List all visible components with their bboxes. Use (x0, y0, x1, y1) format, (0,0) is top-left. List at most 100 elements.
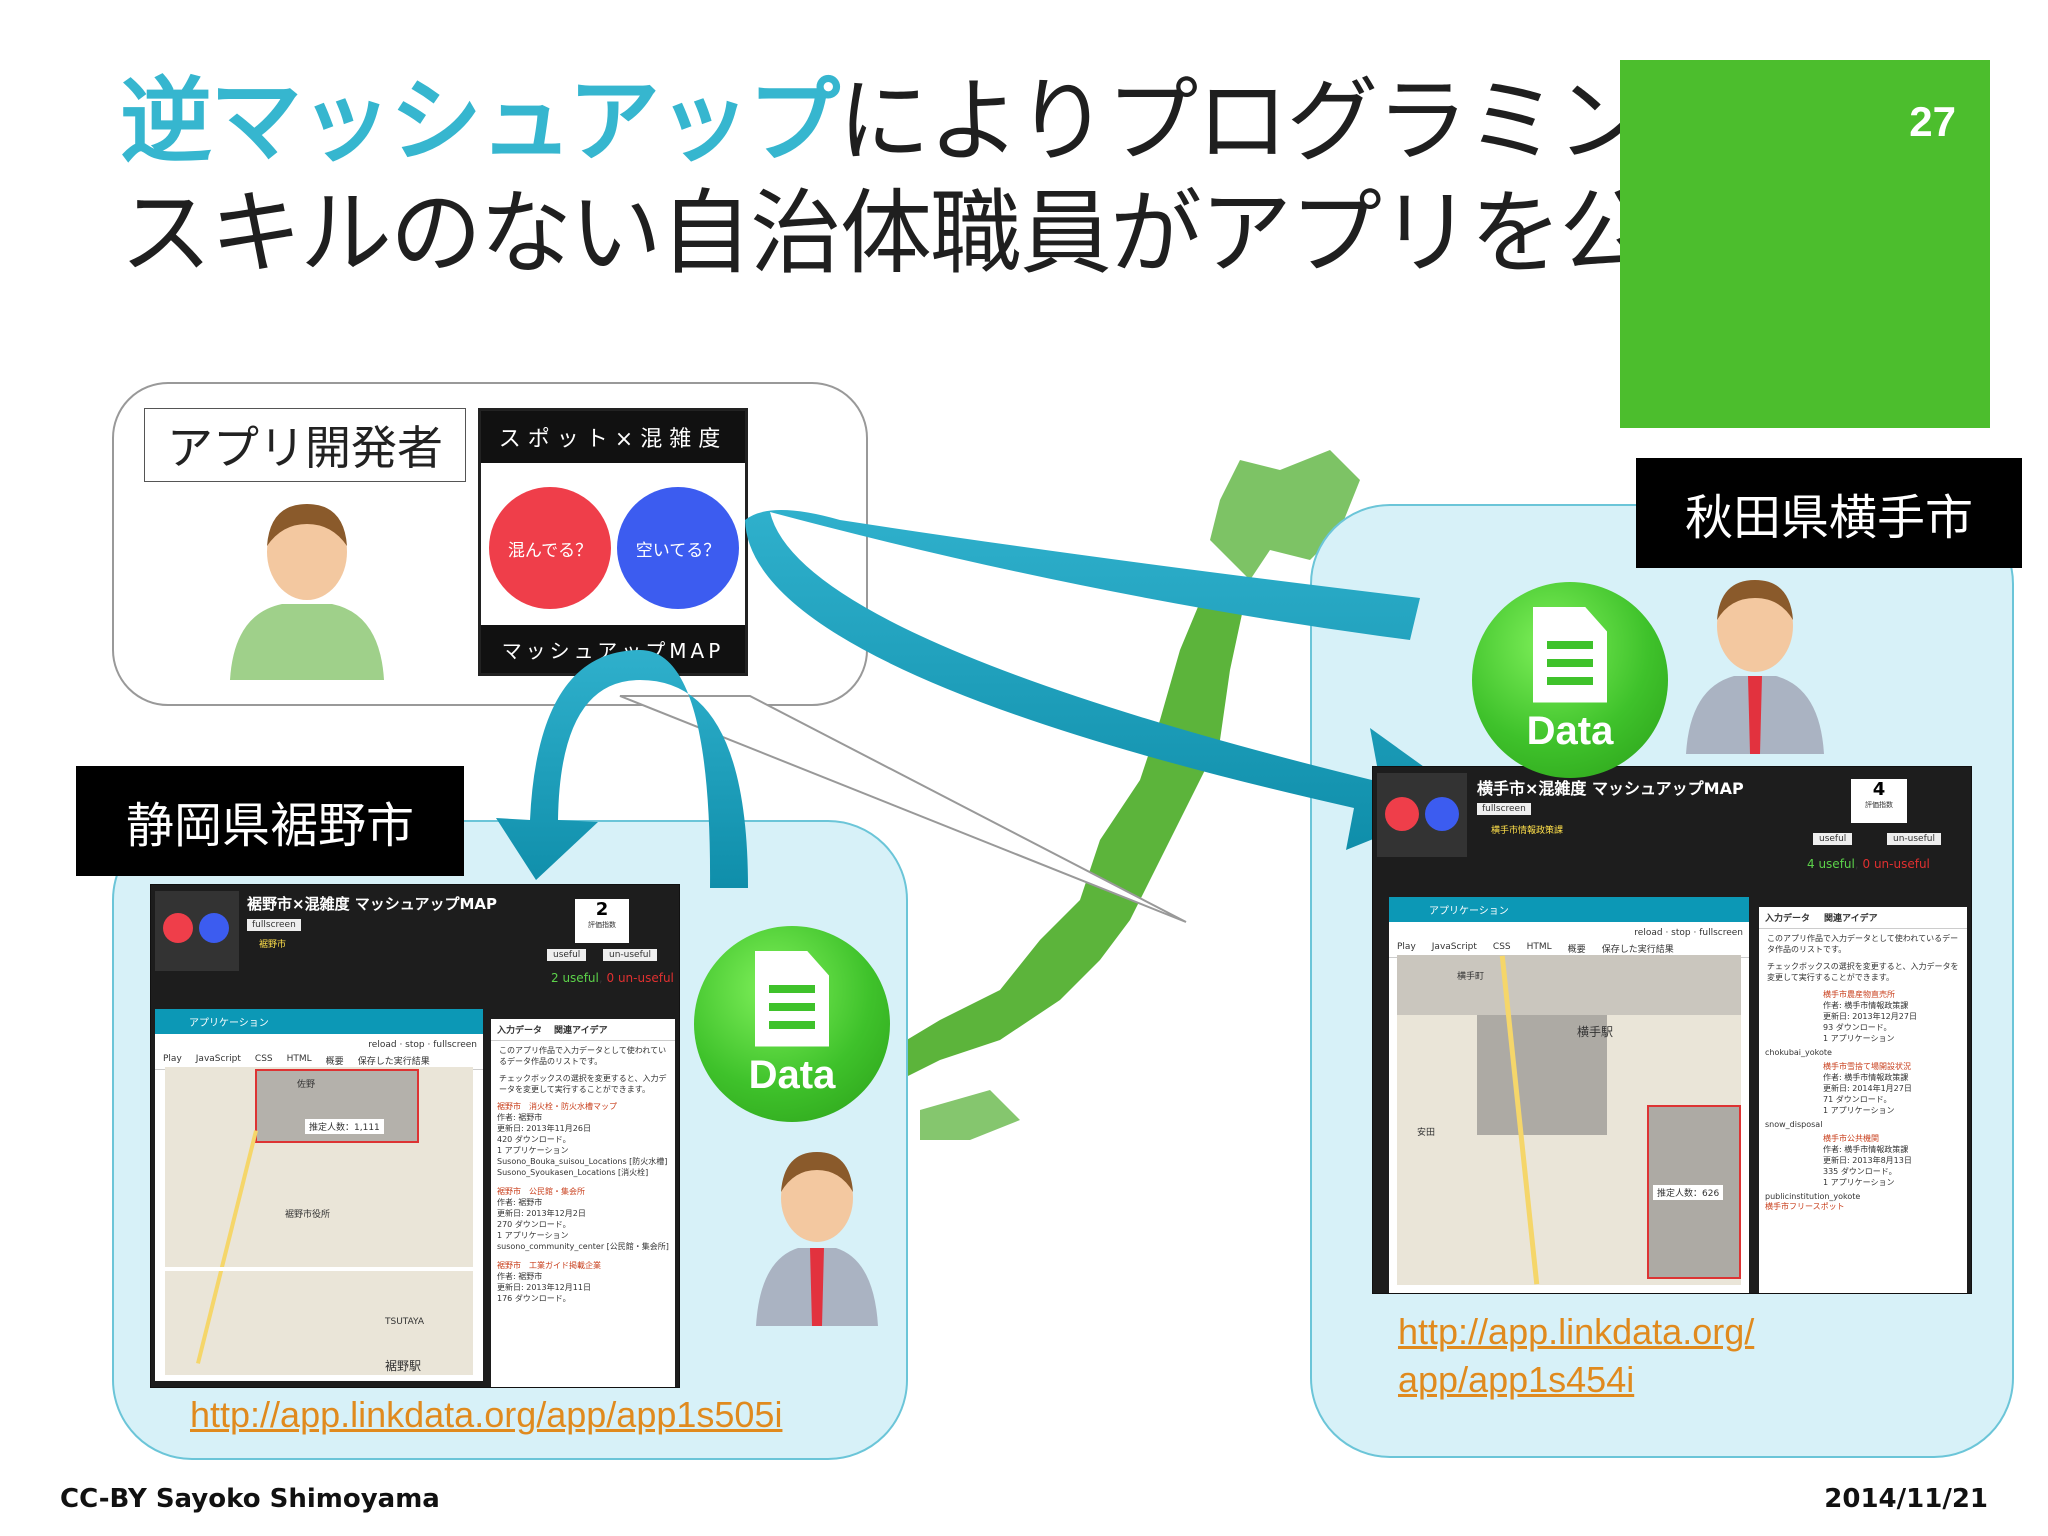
susono-tab[interactable]: HTML (286, 1054, 312, 1064)
yokote-side-tabs: 入力データ 関連アイデア (1759, 907, 1967, 929)
footer-date: 2014/11/21 (1824, 1484, 1988, 1514)
susono-dataset-name[interactable]: 裾野市 工業ガイド掲載企業 (497, 1261, 601, 1270)
yokote-dataset-name[interactable]: 横手市公共機関 (1823, 1134, 1879, 1143)
susono-dataset-author: 作者: 裾野市 (497, 1113, 543, 1122)
susono-tab[interactable]: Play (163, 1054, 182, 1064)
susono-map-label: 佐野 (297, 1080, 316, 1090)
yokote-dataset-apps[interactable]: 1 アプリケーション (1823, 1178, 1895, 1187)
susono-dataset-name[interactable]: 裾野市 公民館・集会所 (497, 1187, 585, 1196)
yokote-dataset-downloads: 71 ダウンロード。 (1823, 1095, 1892, 1104)
yokote-dataset[interactable]: 横手市雪捨て場開設状況 作者: 横手市情報政策課 更新日: 2014年1月27日… (1759, 1057, 1967, 1120)
bubble-tail (619, 695, 1187, 923)
susono-map[interactable]: 佐野 推定人数：1,111 裾野市役所 裾野駅 TSUTAYA (165, 1067, 473, 1375)
susono-stop-button[interactable]: stop (405, 1040, 425, 1050)
susono-dataset[interactable]: 裾野市 消火栓・防火水槽マップ 作者: 裾野市 更新日: 2013年11月26日… (491, 1097, 675, 1182)
yokote-check-item[interactable]: 横手市フリースポット (1765, 1202, 1845, 1211)
yokote-app-tab[interactable]: アプリケーション (1389, 897, 1749, 922)
yokote-check-item[interactable]: snow_disposal (1765, 1120, 1823, 1129)
yokote-vote-counts: 4 useful, 0 un-useful (1807, 857, 1930, 871)
susono-dataset-downloads: 270 ダウンロード。 (497, 1220, 571, 1229)
susono-useful-button[interactable]: useful (547, 949, 587, 961)
data-badge-label: Data (748, 1052, 836, 1097)
yokote-link-line[interactable]: app/app1s454i (1398, 1359, 1635, 1400)
susono-score-label: 評価指数 (588, 921, 616, 929)
susono-org-link[interactable]: 裾野市 (259, 940, 287, 950)
yokote-map[interactable]: 横手町 横手駅 推定人数：626 安田 (1397, 955, 1741, 1285)
susono-dataset[interactable]: 裾野市 工業ガイド掲載企業 作者: 裾野市 更新日: 2013年12月11日 1… (491, 1256, 675, 1308)
yokote-map-label: 横手駅 (1577, 1025, 1614, 1039)
susono-check-item[interactable]: Susono_Syoukasen_Locations [消火栓] (497, 1168, 649, 1177)
susono-side-tab[interactable]: 関連アイデア (554, 1026, 608, 1036)
susono-fullscreen-button[interactable]: fullscreen (247, 919, 301, 931)
yokote-note: チェックボックスの選択を変更すると、入力データを変更して実行することができます。 (1767, 962, 1959, 982)
susono-unuseful-count: 0 un-useful (606, 971, 674, 985)
susono-map-label: TSUTAYA (385, 1317, 425, 1327)
yokote-tab[interactable]: 概要 (1567, 945, 1586, 955)
yokote-tab[interactable]: 保存した実行結果 (1601, 945, 1674, 955)
yokote-dataset[interactable]: 横手市農産物直売所 作者: 横手市情報政策課 更新日: 2013年12月27日 … (1759, 985, 1967, 1048)
susono-dataset-name[interactable]: 裾野市 消火栓・防火水槽マップ (497, 1102, 617, 1111)
susono-tab[interactable]: CSS (254, 1054, 273, 1064)
yokote-useful-button[interactable]: useful (1813, 833, 1853, 845)
yokote-dataset-updated: 更新日: 2013年12月27日 (1823, 1012, 1917, 1021)
susono-score: 2 (595, 899, 609, 920)
yokote-dataset-updated: 更新日: 2013年8月13日 (1823, 1156, 1912, 1165)
susono-check-item[interactable]: Susono_Bouka_suisou_Locations [防火水槽] (497, 1157, 668, 1166)
yokote-dataset-name[interactable]: 横手市雪捨て場開設状況 (1823, 1062, 1911, 1071)
yokote-check-item[interactable]: chokubai_yokote (1765, 1048, 1832, 1057)
susono-app-tab[interactable]: アプリケーション (155, 1009, 483, 1034)
susono-tab[interactable]: 保存した実行結果 (357, 1057, 430, 1067)
yokote-unuseful-count: 0 un-useful (1862, 857, 1930, 871)
yokote-fullscreen-button[interactable]: fullscreen (1477, 803, 1531, 815)
yokote-tab[interactable]: Play (1397, 942, 1416, 952)
susono-app-title: 裾野市×混雑度 マッシュアップMAP (247, 895, 498, 913)
susono-app-link[interactable]: http://app.linkdata.org/app/app1s505i (190, 1394, 783, 1435)
yokote-unuseful-button[interactable]: un-useful (1887, 833, 1941, 845)
yokote-tab[interactable]: CSS (1492, 942, 1511, 952)
yokote-dataset-name[interactable]: 横手市農産物直売所 (1823, 990, 1895, 999)
title-highlight: 逆マッシュアップ (120, 68, 840, 175)
susono-side-tab[interactable]: 入力データ (497, 1026, 543, 1036)
yokote-dataset[interactable]: 横手市公共機関 作者: 横手市情報政策課 更新日: 2013年8月13日 335… (1759, 1129, 1967, 1192)
yokote-tab[interactable]: JavaScript (1431, 942, 1477, 952)
yokote-note: このアプリ作品で入力データとして使われているデータ作品のリストです。 (1767, 934, 1959, 954)
crowded-circle: 混んでる？ (489, 487, 611, 609)
yokote-side-tab[interactable]: 関連アイデア (1824, 914, 1878, 924)
yokote-label: 秋田県横手市 (1636, 458, 2022, 568)
yokote-stop-button[interactable]: stop (1671, 928, 1691, 938)
susono-score-box: 2 評価指数 (575, 899, 629, 943)
yokote-dataset-apps[interactable]: 1 アプリケーション (1823, 1106, 1895, 1115)
susono-reload-button[interactable]: reload (368, 1040, 397, 1050)
susono-check-item[interactable]: susono_community_center [公民館・集会所] (497, 1242, 669, 1251)
yokote-dataset-downloads: 93 ダウンロード。 (1823, 1023, 1892, 1032)
susono-dataset[interactable]: 裾野市 公民館・集会所 作者: 裾野市 更新日: 2013年12月2日 270 … (491, 1182, 675, 1256)
susono-dataset-apps[interactable]: 1 アプリケーション (497, 1231, 569, 1240)
yokote-org-link[interactable]: 横手市情報政策課 (1491, 826, 1564, 836)
developer-label: アプリ開発者 (144, 408, 466, 482)
susono-useful-count: 2 useful (551, 971, 599, 985)
yokote-check-item[interactable]: publicinstitution_yokote (1765, 1192, 1861, 1201)
susono-dataset-apps[interactable]: 1 アプリケーション (497, 1146, 569, 1155)
yokote-side-tab[interactable]: 入力データ (1765, 914, 1811, 924)
yokote-fs-button[interactable]: fullscreen (1699, 928, 1743, 938)
susono-tab[interactable]: 概要 (325, 1057, 344, 1067)
susono-data-badge: Data (694, 926, 890, 1122)
susono-note: このアプリ作品で入力データとして使われているデータ作品のリストです。 (499, 1046, 667, 1066)
arrow-to-susono (496, 650, 748, 888)
susono-fs-button[interactable]: fullscreen (433, 1040, 477, 1050)
yokote-reload-button[interactable]: reload (1634, 928, 1663, 938)
developer-person-icon (230, 504, 384, 680)
susono-unuseful-button[interactable]: un-useful (603, 949, 657, 961)
susono-tab[interactable]: JavaScript (195, 1054, 241, 1064)
yokote-data-badge: Data (1472, 582, 1668, 778)
yokote-app-link[interactable]: http://app.linkdata.org/ app/app1s454i (1398, 1308, 1754, 1404)
susono-crowd-estimate: 推定人数：1,111 (305, 1119, 384, 1134)
document-icon (1533, 606, 1607, 703)
yokote-link-line[interactable]: http://app.linkdata.org/ (1398, 1311, 1755, 1352)
yokote-app-thumb (1377, 773, 1467, 857)
map-honshu (890, 590, 1245, 1080)
susono-dataset-author: 作者: 裾野市 (497, 1198, 543, 1207)
yokote-dataset-apps[interactable]: 1 アプリケーション (1823, 1034, 1895, 1043)
yokote-tab[interactable]: HTML (1526, 942, 1552, 952)
